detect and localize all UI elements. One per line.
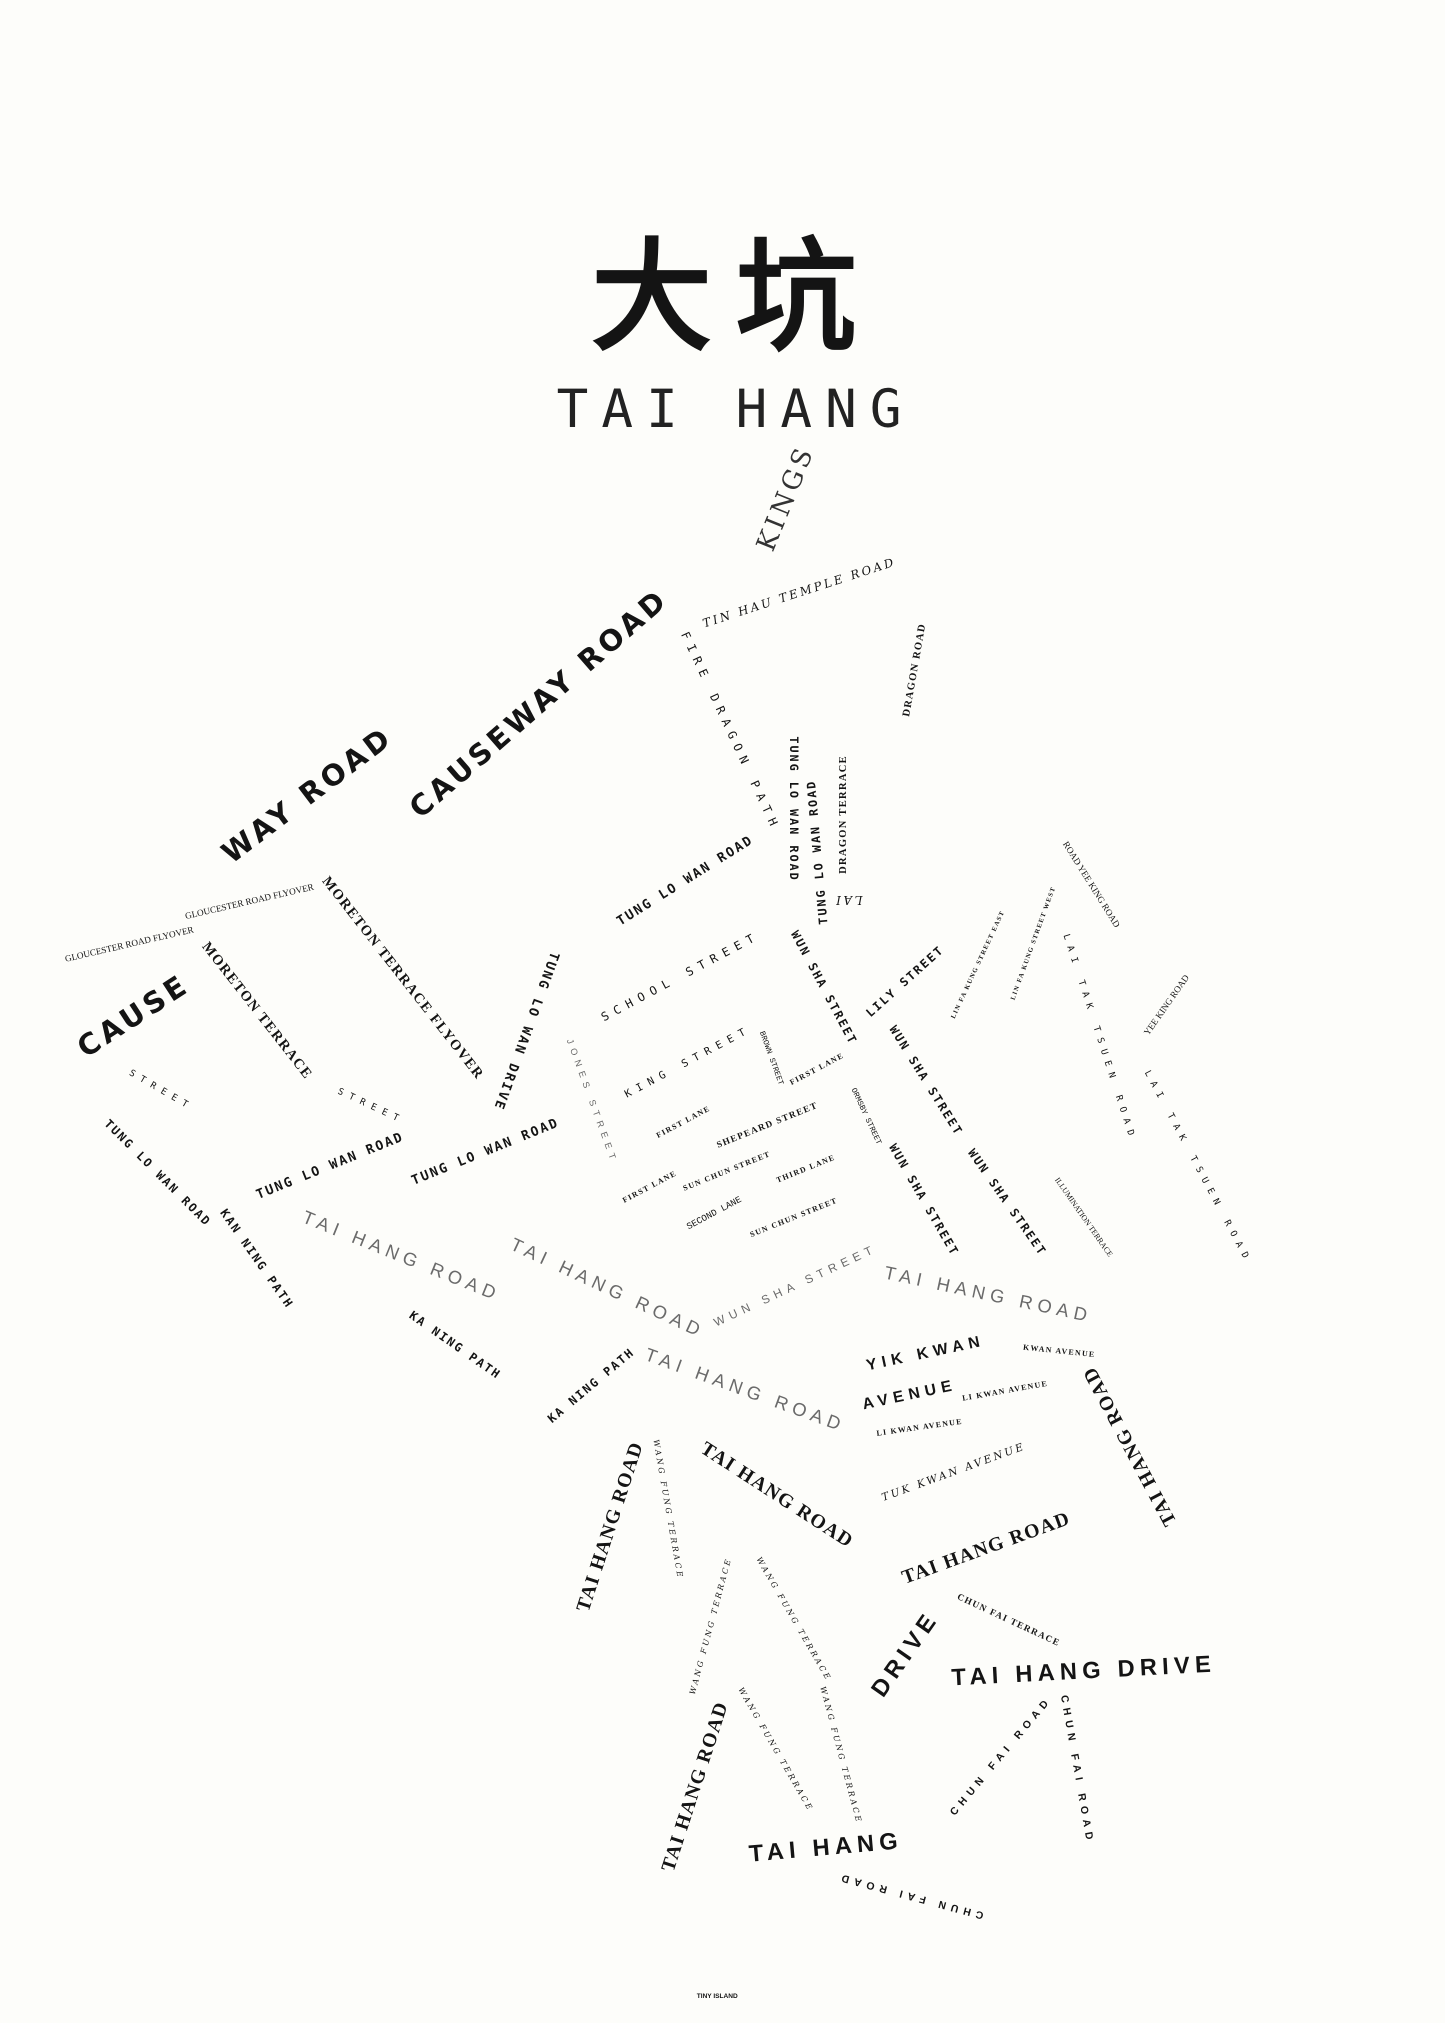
street-label-kwan-avenue: KWAN AVENUE	[1023, 1343, 1096, 1360]
street-label-wun-sha-street: WUN SHA STREET	[711, 1241, 879, 1329]
street-label-wun-sha-street: WUN SHA STREET	[886, 1141, 962, 1258]
street-label-tai-hang-road: TAI HANG ROAD	[697, 1437, 858, 1552]
street-label-lily-street: LILY STREET	[863, 943, 947, 1020]
street-label-third-lane: THIRD LANE	[775, 1153, 837, 1185]
street-label-chun-fai-road: CHUN FAI ROAD	[1058, 1694, 1096, 1846]
street-label-way-road: WAY ROAD	[215, 719, 399, 870]
street-label-lai-tak-tsuen-road: LAI TAK TSUEN ROAD	[1061, 933, 1139, 1144]
street-label-chun-fai-terrace: CHUN FAI TERRACE	[956, 1591, 1062, 1648]
title-chinese-calligraphy: 大坑	[591, 226, 880, 368]
street-label-dragon-road: DRAGON ROAD	[901, 622, 928, 717]
street-label-first-lane: FIRST LANE	[655, 1104, 712, 1140]
street-label-first-lane: FIRST LANE	[621, 1169, 678, 1205]
street-label-tung-lo-wan-road: TUNG LO WAN ROAD	[254, 1130, 406, 1203]
street-label-tung-lo-wan-road: TUNG LO WAN ROAD	[787, 736, 801, 881]
street-label-jones-street: JONES STREET	[565, 1038, 620, 1166]
street-label-tung-lo-wan-drive: TUNG LO WAN DRIVE	[490, 950, 562, 1113]
street-label-lai-tak-tsuen-road: LAI TAK TSUEN ROAD	[1142, 1069, 1254, 1266]
street-label-yik-kwan: YIK KWAN	[865, 1333, 987, 1375]
street-label-tai-hang-road: TAI HANG ROAD	[1078, 1363, 1181, 1530]
street-label-wang-fung-terrace: WANG FUNG TERRACE	[818, 1685, 863, 1824]
street-label-first-lane: FIRST LANE	[788, 1051, 845, 1087]
street-label-li-kwan-avenue: LI KWAN AVENUE	[961, 1379, 1048, 1403]
street-label-moreton-terrace: MORETON TERRACE	[198, 939, 315, 1082]
street-label-lin-fa-kung-street-east: LIN FA KUNG STREET EAST	[950, 909, 1007, 1020]
street-label-chun-fai-road: CHUN FAI ROAD	[948, 1694, 1055, 1818]
street-label-tung-lo-wan-road: TUNG LO WAN ROAD	[409, 1116, 561, 1189]
street-label-street: STREET	[336, 1086, 406, 1127]
street-label-lin-fa-kung-street-west: LIN FA KUNG STREET WEST	[1010, 885, 1058, 1001]
street-label-sun-chun-street: SUN CHUN STREET	[682, 1149, 772, 1192]
street-label-avenue: AVENUE	[861, 1377, 958, 1414]
street-label-brown-street: BROWN STREET	[757, 1030, 785, 1087]
street-label-ka-ning-path: KA NING PATH	[545, 1345, 637, 1426]
title-english: TAI HANG	[557, 379, 915, 440]
street-label-second-lane: SECOND LANE	[685, 1194, 744, 1232]
street-label-street: STREET	[127, 1068, 195, 1114]
street-label-cause: CAUSE	[71, 967, 196, 1064]
street-label-drive: DRIVE	[867, 1606, 945, 1702]
street-label-wun-sha-street: WUN SHA STREET	[965, 1146, 1049, 1258]
street-label-illumination-terrace: ILLUMINATION TERRACE	[1053, 1176, 1115, 1259]
street-label-fire-dragon-path: FIRE DRAGON PATH	[678, 629, 783, 833]
street-label-sun-chun-street: SUN CHUN STREET	[749, 1196, 839, 1239]
street-label-tung-lo-wan-road: TUNG LO WAN ROAD	[101, 1117, 214, 1230]
street-label-tung-lo-wan-road: TUNG LO WAN ROAD	[614, 833, 756, 929]
street-label-road-yee-king-road: ROAD YEE KING ROAD	[1061, 840, 1122, 930]
street-label-gloucester-road-flyover: GLOUCESTER ROAD FLYOVER	[64, 924, 196, 964]
street-label-ka-ning-path: KA NING PATH	[407, 1308, 504, 1382]
street-label-tai-hang-road: TAI HANG ROAD	[883, 1262, 1095, 1327]
street-label-tai-hang-road: TAI HANG ROAD	[642, 1344, 848, 1436]
street-label-chun-fai-road: CHUN FAI ROAD	[835, 1870, 985, 1921]
street-label-wun-sha-street: WUN SHA STREET	[886, 1023, 965, 1138]
street-label-king-street: KING STREET	[623, 1023, 754, 1100]
street-label-tin-hau-temple-road: TIN HAU TEMPLE ROAD	[701, 555, 898, 631]
street-label-tung-lo-wan-road: TUNG LO WAN ROAD	[804, 779, 831, 925]
street-label-tuk-kwan-avenue: TUK KWAN AVENUE	[880, 1440, 1027, 1503]
street-label-kings: KINGS	[751, 441, 821, 556]
street-label-tai-hang: TAI HANG	[748, 1828, 904, 1867]
street-label-tai-hang-drive: TAI HANG DRIVE	[951, 1652, 1217, 1692]
street-label-tai-hang-road: TAI HANG ROAD	[300, 1206, 504, 1305]
street-label-kan-ning-path: KAN NING PATH	[217, 1206, 296, 1311]
street-label-tai-hang-road: TAI HANG ROAD	[507, 1233, 708, 1342]
street-label-wun-sha-street: WUN SHA STREET	[788, 928, 860, 1047]
street-label-causeway-road: CAUSEWAY ROAD	[402, 582, 674, 825]
street-label-lai: LAI	[834, 893, 864, 907]
street-label-tai-hang-road: TAI HANG ROAD	[657, 1699, 733, 1875]
street-label-wang-fung-terrace: WANG FUNG TERRACE	[754, 1556, 833, 1683]
street-label-dragon-terrace: DRAGON TERRACE	[838, 755, 849, 874]
street-label-wang-fung-terrace: WANG FUNG TERRACE	[688, 1556, 733, 1695]
footer-brand: TINY ISLAND	[697, 1993, 738, 2000]
street-label-wang-fung-terrace: WANG FUNG TERRACE	[651, 1439, 684, 1580]
street-label-ormsby-street: ORMSBY STREET	[849, 1087, 883, 1147]
street-label-tai-hang-road: TAI HANG ROAD	[899, 1507, 1073, 1588]
street-label-school-street: SCHOOL STREET	[599, 928, 763, 1024]
street-label-li-kwan-avenue: LI KWAN AVENUE	[876, 1417, 963, 1438]
street-label-gloucester-road-flyover: GLOUCESTER ROAD FLYOVER	[184, 881, 316, 921]
street-label-shepeard-street: SHEPEARD STREET	[715, 1100, 819, 1150]
street-label-tai-hang-road: TAI HANG ROAD	[572, 1439, 648, 1615]
street-label-moreton-terrace-flyover: MORETON TERRACE FLYOVER	[319, 874, 487, 1083]
street-label-wang-fung-terrace: WANG FUNG TERRACE	[736, 1686, 815, 1813]
street-label-yee-king-road: YEE KING ROAD	[1142, 973, 1191, 1038]
